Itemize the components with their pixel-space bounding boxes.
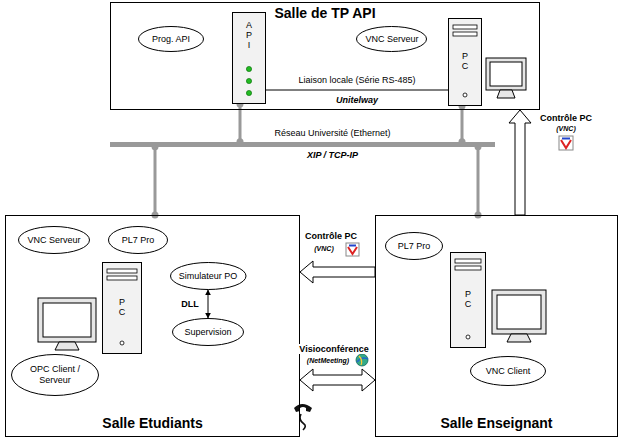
serial-link (266, 90, 448, 91)
room-box: Salle de TP API Prog. API API VNC ServeurPC (110, 2, 540, 110)
monitor-icon (38, 298, 96, 350)
network-link (477, 147, 480, 215)
drive-bay (455, 266, 481, 270)
room-title: Salle Etudiants (102, 415, 202, 432)
power-button (466, 335, 470, 339)
node-text: OPC Client / Serveur (20, 364, 90, 386)
drive-bay (453, 32, 477, 36)
oval-shape (357, 27, 427, 52)
oval-shape (19, 227, 90, 254)
vnc-icon (559, 136, 573, 150)
software-oval: VNC Serveur (18, 226, 90, 254)
software-oval: Supervision (172, 318, 244, 346)
edge-label: Contrôle PC (304, 231, 358, 241)
note-label: (VNC) (555, 125, 576, 133)
monitor-icon (492, 290, 546, 342)
node-text: PL7 Pro (398, 241, 431, 252)
vnc-icon (346, 243, 359, 256)
room-title: Salle de TP API (274, 5, 375, 22)
edge-label: Contrôle PC (539, 113, 593, 123)
status-led (246, 90, 251, 95)
room-box: Salle Enseignant PL7 ProPC VNC Client (375, 215, 618, 437)
note-label: (NetMeeting) (306, 357, 350, 365)
software-oval: VNC Serveur (356, 26, 427, 52)
node-text: VNC Serveur (365, 34, 418, 45)
monitor-icon (486, 58, 526, 98)
status-led (246, 66, 251, 71)
node-text: XIP / TCP-IP (307, 150, 358, 161)
control-arrow (509, 110, 531, 215)
software-oval: PL7 Pro (108, 226, 168, 254)
node-text: PC (461, 52, 468, 72)
node-text: VNC Serveur (27, 235, 80, 246)
software-oval: Simulateur PO (170, 262, 247, 290)
node-text: API (245, 21, 252, 51)
edge-label: Liaison locale (Série RS-485) (297, 75, 416, 85)
node-text: Supervision (184, 327, 231, 338)
oval-shape (173, 319, 244, 346)
oval-shape (170, 263, 246, 290)
oval-shape (12, 355, 99, 396)
node-text: Prog. API (152, 34, 190, 45)
pc-tower: PC (448, 18, 482, 106)
network-link (461, 106, 464, 142)
note-label: Unitelway (335, 95, 379, 105)
status-led (246, 78, 251, 83)
room-box: Salle Etudiants VNC Serveur PL7 ProPC Simul… (5, 215, 300, 437)
room-title: Salle Enseignant (440, 415, 552, 432)
software-oval: OPC Client / Serveur (11, 354, 99, 396)
drive-bay (453, 25, 477, 29)
note-label: (VNC) (313, 245, 334, 253)
drive-bay (107, 269, 137, 273)
drive-bay (107, 276, 137, 280)
node-text: PL7 Pro (122, 235, 155, 246)
network-bar (110, 142, 495, 147)
telephone-icon (294, 404, 312, 430)
oval-shape (471, 357, 546, 386)
edge-label: Visioconférence (298, 344, 369, 354)
node-text: VNC Client (486, 366, 531, 377)
software-oval: PL7 Pro (385, 232, 443, 260)
network-band: Réseau Université (Ethernet) XIP / TCP-IP (110, 124, 495, 164)
drive-bay (455, 259, 481, 263)
oval-shape (386, 233, 443, 260)
power-button (463, 93, 467, 97)
control-arrow (300, 369, 375, 391)
pc-tower: PC (450, 252, 486, 348)
plc-unit: API (232, 12, 266, 104)
edge-label: DLL (180, 299, 200, 309)
dll-arrow (208, 290, 209, 318)
node-text: PC (118, 298, 125, 318)
oval-shape (109, 227, 168, 254)
network-link (154, 147, 157, 215)
software-oval: Prog. API (138, 26, 204, 52)
pc-tower: PC (102, 262, 142, 354)
power-button (120, 341, 124, 345)
node-text: PC (464, 290, 471, 310)
netmeeting-icon (356, 354, 368, 366)
control-arrow (300, 261, 375, 283)
oval-shape (139, 27, 204, 52)
node-text: Simulateur PO (179, 271, 238, 282)
software-oval: VNC Client (470, 356, 546, 386)
node-text: Réseau Université (Ethernet) (274, 128, 390, 139)
